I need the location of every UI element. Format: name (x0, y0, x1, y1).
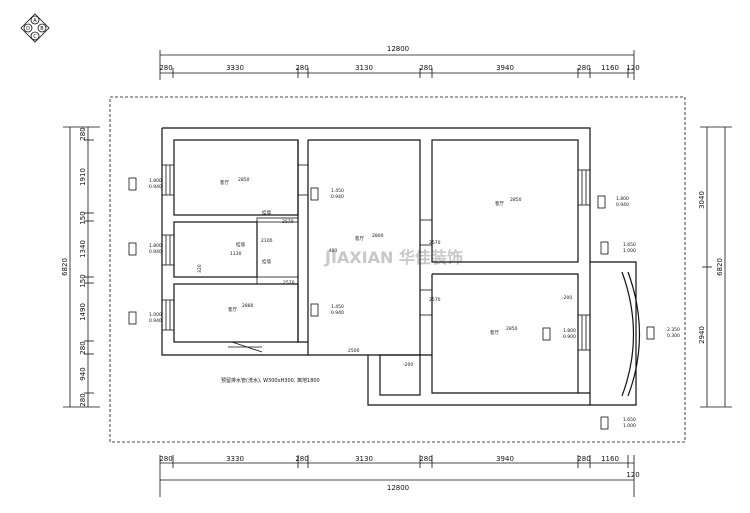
window-tag-a: 1.650 (623, 417, 636, 423)
dim-left-seg: 280 (79, 127, 87, 140)
compass-w: D (26, 26, 30, 32)
site-boundary (109, 96, 686, 443)
dim-right-seg: 2940 (698, 326, 706, 344)
dim-seg-bottom: 3330 (226, 455, 244, 463)
window-tag-a: 1.800 (149, 178, 162, 184)
window-tag-b: 1.000 (623, 423, 636, 429)
compass-e: B (40, 26, 44, 32)
room-value: 2850 (506, 326, 518, 332)
room-value: 2850 (238, 177, 250, 183)
compass-n: A (33, 18, 37, 24)
dim-left-seg: 940 (79, 367, 87, 380)
dim-seg: 3130 (355, 64, 373, 72)
room-label: 客厅 (355, 235, 364, 242)
level-mark: -480 (327, 248, 337, 254)
dim-left-seg: 280 (79, 393, 87, 406)
window-tag-a: 1.800 (149, 243, 162, 249)
dim-seg: 1160 (601, 64, 619, 72)
tag-label: 挂墙 (262, 209, 271, 216)
height-2100: 2100 (261, 238, 273, 244)
dim-seg: 120 (626, 64, 639, 72)
room-label: 客厅 (495, 200, 504, 207)
dim-left-seg: 1490 (79, 303, 87, 321)
dim-right-seg: 3040 (698, 191, 706, 209)
dim-total-top: 12800 (387, 45, 409, 53)
window-tag-a: 1.450 (331, 188, 344, 194)
level-mark: -200 (562, 295, 572, 301)
room-label: 客厅 (490, 329, 499, 336)
window-symbols (161, 164, 591, 351)
right-dimensions: 6820 3040 2940 (698, 126, 732, 408)
room-label: 客厅 (220, 179, 229, 186)
room-value: 2850 (510, 197, 522, 203)
bathroom (379, 354, 421, 396)
dim-seg: 280 (295, 64, 308, 72)
window-tag-a: 1.000 (149, 312, 162, 318)
watermark: JIAXIAN 华佳装饰 (324, 248, 463, 267)
dim-seg-bottom: 280 (295, 455, 308, 463)
bay-window (621, 271, 635, 397)
room-label: 客厅 (228, 306, 237, 313)
tag-label: 挂墙 (262, 258, 271, 265)
dim-seg-bottom: 120 (626, 471, 639, 479)
dim-left-seg: 150 (79, 274, 87, 287)
dim-seg: 3940 (496, 64, 514, 72)
height-2500: 2500 (348, 348, 360, 354)
dim-seg: 280 (159, 64, 172, 72)
window-tag-b: 0.940 (149, 249, 162, 255)
dim-seg-bottom: 3940 (496, 455, 514, 463)
door-height: 2570 (429, 240, 441, 246)
window-tag-a: 1.650 (623, 242, 636, 248)
drain-note: 预留排水管(洗水), W300xH300, 离地1800 (221, 377, 320, 384)
dim-left-seg: 280 (79, 341, 87, 354)
bottom-dimensions: 280 3330 280 3130 280 3940 280 1160 120 … (159, 455, 640, 497)
dim-left-seg: 1910 (79, 168, 87, 186)
window-tag-b: 0.300 (667, 333, 680, 339)
window-tag-b: 0.900 (563, 334, 576, 340)
window-tag-a: 1.450 (331, 304, 344, 310)
window-tag-b: 0.940 (616, 202, 629, 208)
dim-left-seg: 1340 (79, 240, 87, 258)
dim-seg-bottom: 3130 (355, 455, 373, 463)
top-dimensions: 12800 280 3330 280 3130 280 3940 280 116… (159, 45, 640, 80)
window-tag-a: 1.800 (563, 328, 576, 334)
door-height: 2570 (283, 280, 295, 286)
annotations: 2570 2570 2570 2570 挂墙 挂墙 挂墙 2100 1130 3… (197, 209, 572, 384)
room-labels: 客厅 2850 客厅 2800 客厅 2850 客厅 2880 客厅 2850 (220, 177, 522, 336)
door-height: 2570 (429, 297, 441, 303)
window-tag-a: 1.800 (616, 196, 629, 202)
window-tag-b: 0.940 (149, 184, 162, 190)
width-1130: 1130 (230, 251, 242, 257)
window-tag-b: 0.940 (331, 310, 344, 316)
dim-seg-bottom: 280 (419, 455, 432, 463)
tag-label: 挂墙 (236, 241, 245, 248)
dim-left-total: 6820 (61, 258, 69, 276)
room-value: 2880 (242, 303, 254, 309)
compass-s: C (33, 34, 37, 40)
window-tag-b: 1.000 (623, 248, 636, 254)
dim-seg-bottom: 280 (159, 455, 172, 463)
dim-right-total: 6820 (716, 258, 724, 276)
dim-seg: 3330 (226, 64, 244, 72)
window-tags: 1.800 0.940 1.450 0.940 1.800 0.940 1.80… (128, 177, 680, 430)
dim-left-seg: 150 (79, 211, 87, 224)
room-value: 2800 (372, 233, 384, 239)
window-tag-b: 0.940 (331, 194, 344, 200)
dim-seg: 280 (419, 64, 432, 72)
door-height: 2570 (282, 219, 294, 225)
dim-total-bottom: 12800 (387, 484, 409, 492)
left-dimensions: 6820 280 1910 150 1340 150 1490 280 940 … (61, 126, 100, 408)
window-tag-b: 0.940 (149, 318, 162, 324)
dim-seg-bottom: 1160 (601, 455, 619, 463)
level-mark: -200 (403, 362, 413, 368)
dim-seg-bottom: 280 (577, 455, 590, 463)
dim-seg: 280 (577, 64, 590, 72)
compass-icon: A B C D (20, 13, 50, 43)
height-320: 320 (197, 264, 203, 273)
window-tag-a: 2.350 (667, 327, 680, 333)
